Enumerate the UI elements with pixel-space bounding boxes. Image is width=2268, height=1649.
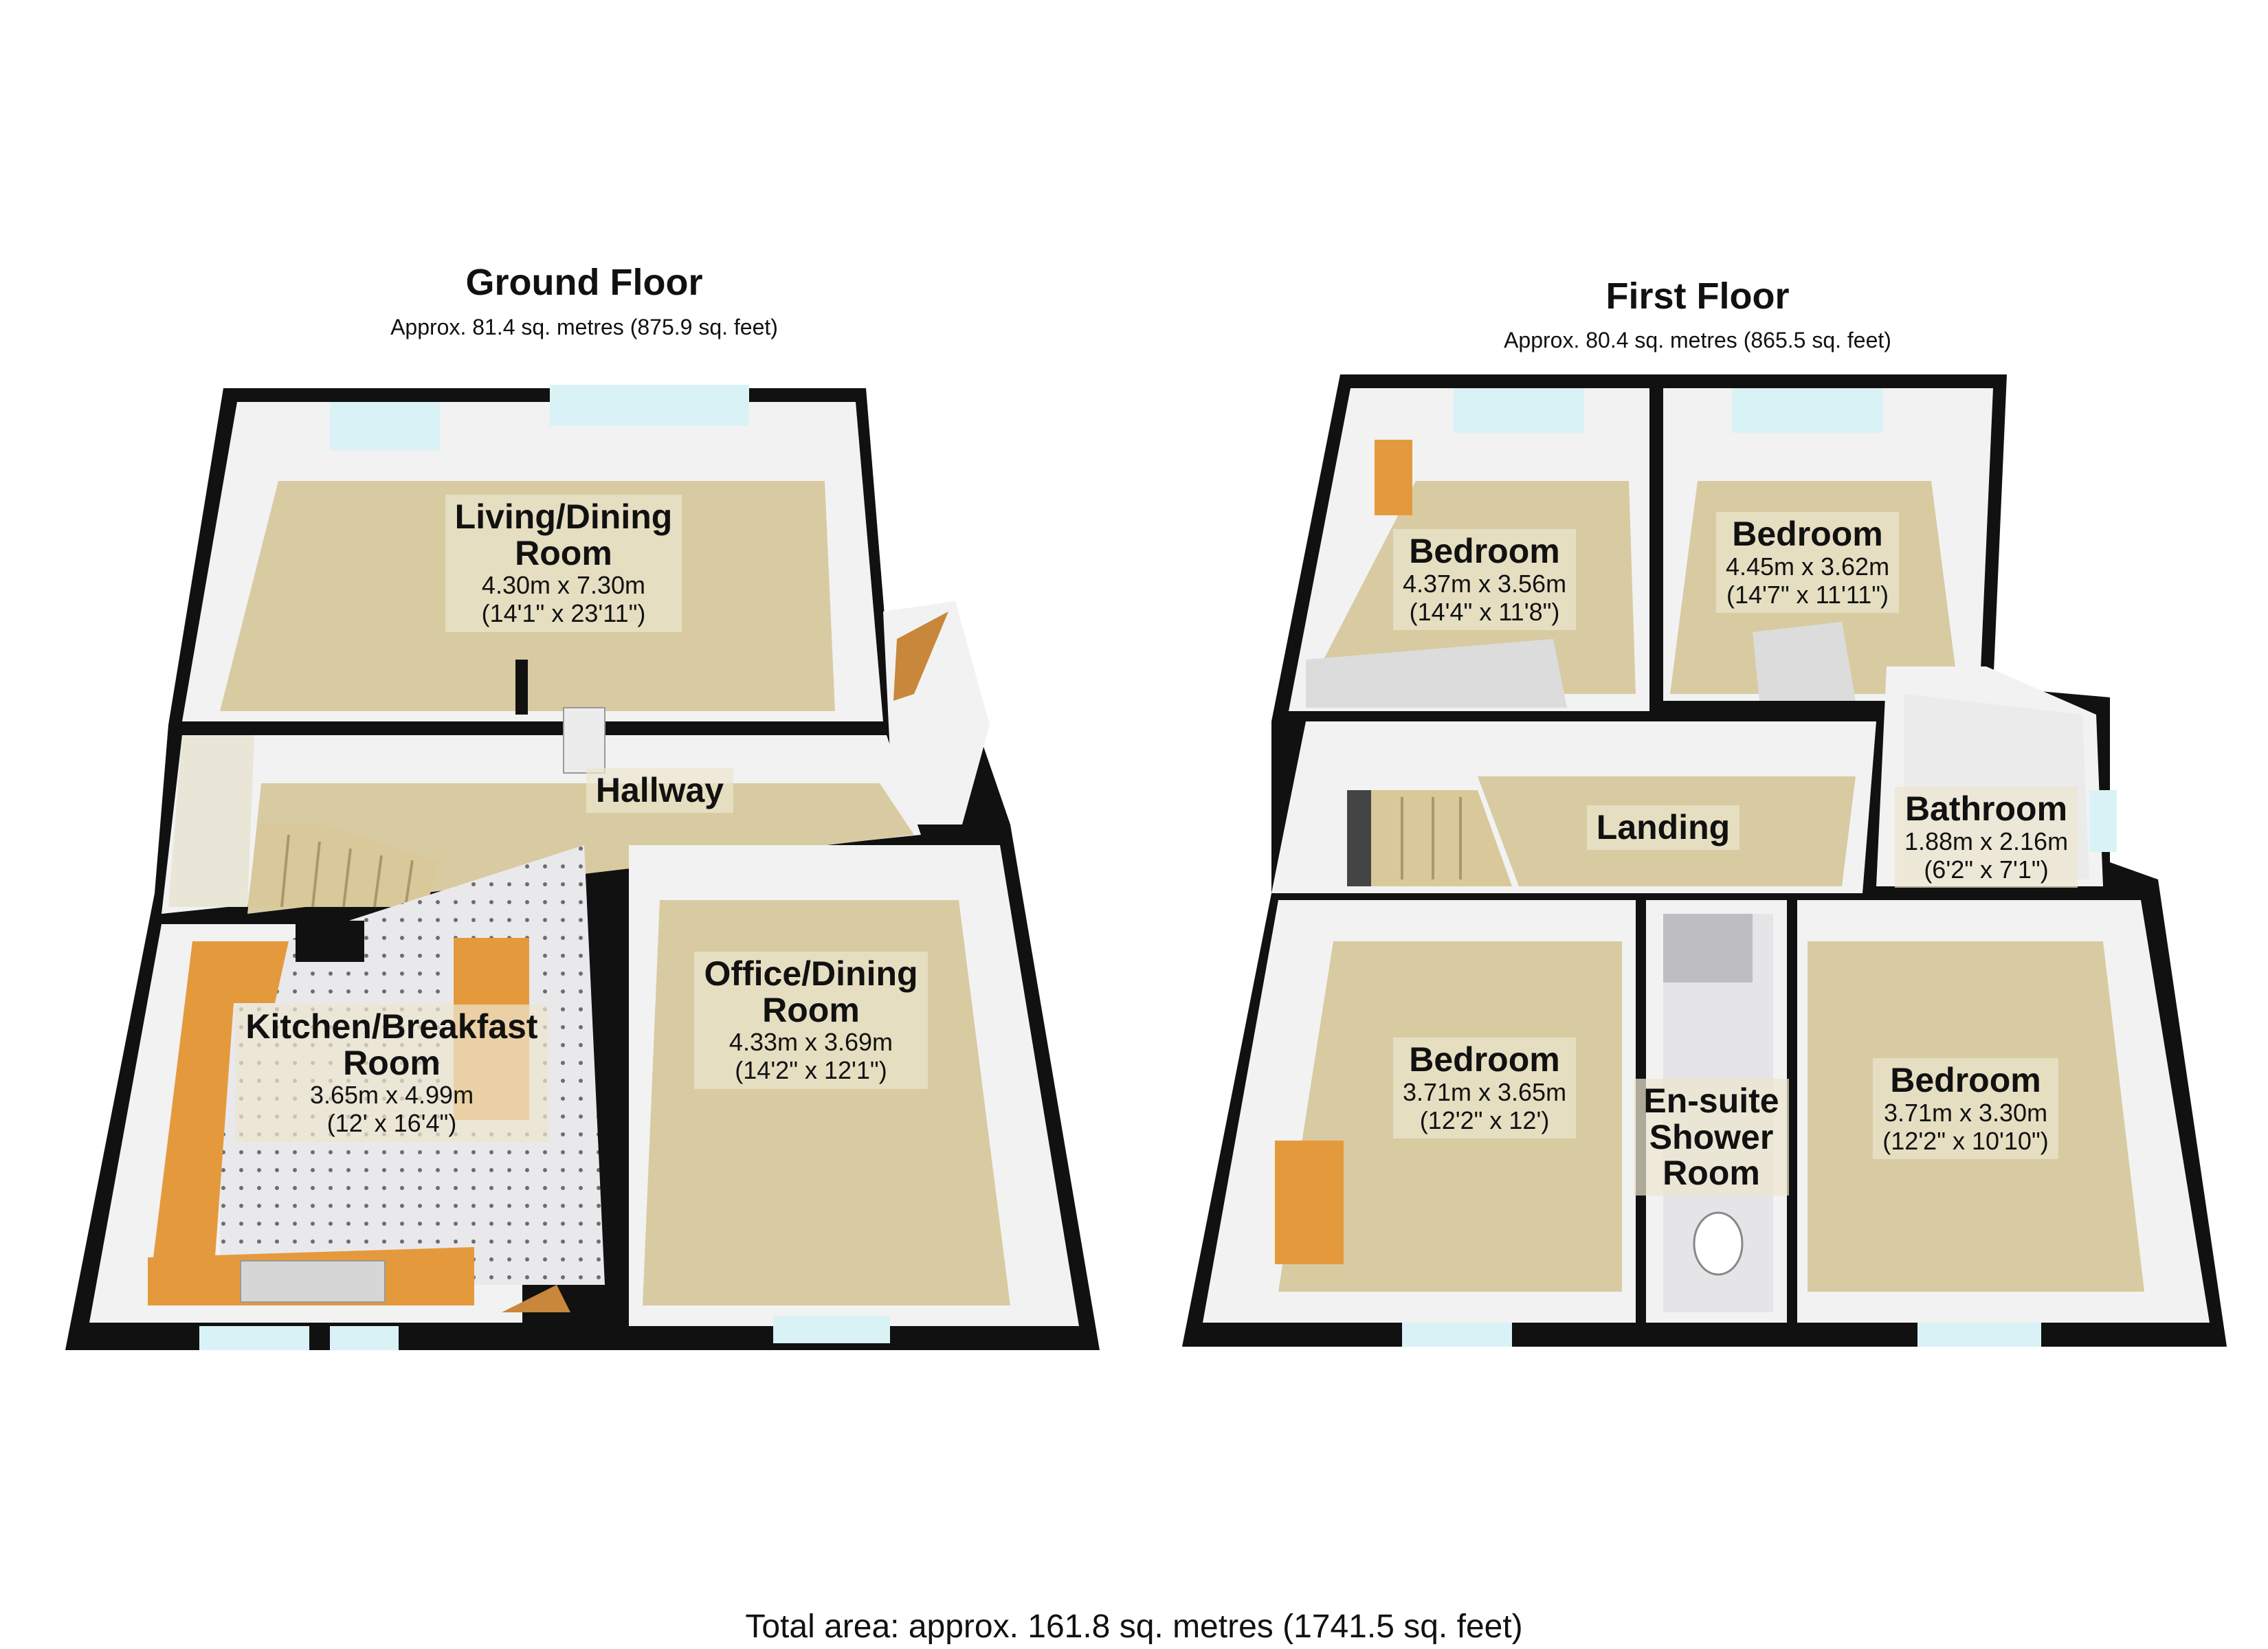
room-metric-size: 4.45m x 3.62m [1725, 552, 1890, 581]
ground-floor-area: Approx. 81.4 sq. metres (875.9 sq. feet) [390, 315, 778, 339]
bedroom-br-window [1917, 1323, 2041, 1347]
room-name: En-suite [1643, 1081, 1779, 1120]
room-imperial-size: (14'7" x 11'11") [1726, 580, 1889, 609]
room-name: Bathroom [1904, 789, 2068, 828]
kitchen-breakfast-room-label: Kitchen/Breakfast Room 3.65m x 4.99m (12… [206, 1005, 577, 1142]
room-name: Landing [1596, 808, 1731, 846]
kitchen-front-window-2 [330, 1326, 399, 1350]
room-metric-size: 1.88m x 2.16m [1904, 827, 2069, 855]
room-name-line3: Room [1663, 1154, 1760, 1192]
room-imperial-size: (14'2" x 12'1") [735, 1056, 887, 1085]
room-name: Bedroom [1890, 1061, 2041, 1099]
bedroom-tr-wardrobe [1753, 622, 1856, 701]
room-name: Bedroom [1409, 532, 1560, 570]
room-metric-size: 4.30m x 7.30m [481, 571, 646, 599]
kitchen-sink [240, 1260, 386, 1303]
room-imperial-size: (12' x 16'4") [326, 1109, 457, 1138]
bedroom-bottom-right-label: Bedroom 3.71m x 3.30m (12'2" x 10'10") [1821, 1058, 2110, 1160]
bedroom-bl-desk [1275, 1141, 1344, 1264]
room-name-line2: Room [762, 990, 860, 1029]
bedroom-tl-desk [1375, 440, 1412, 515]
hallway-stairs [247, 824, 440, 907]
ground-floor-title: Ground Floor [465, 262, 703, 303]
bedroom-tl-window [1454, 388, 1584, 433]
en-suite-shower-room-label: En-suite Shower Room [1622, 1079, 1801, 1196]
side-porch [883, 601, 990, 824]
room-metric-size: 4.33m x 3.69m [729, 1028, 893, 1056]
room-imperial-size: (12'2" x 10'10") [1882, 1126, 2049, 1155]
bedroom-top-right-label: Bedroom 4.45m x 3.62m (14'7" x 11'11") [1670, 512, 1945, 614]
room-imperial-size: (14'1" x 23'11") [481, 599, 646, 628]
room-name: Living/Dining [454, 497, 673, 536]
ensuite-shower-tray [1663, 914, 1753, 983]
hallway-cupboard [168, 735, 254, 907]
total-area: Total area: approx. 161.8 sq. metres (17… [745, 1608, 1523, 1645]
room-imperial-size: (12'2" x 12') [1419, 1106, 1550, 1134]
room-name-line2: Room [343, 1043, 441, 1082]
room-metric-size: 4.37m x 3.56m [1402, 569, 1567, 598]
room-name: Hallway [595, 771, 724, 809]
kitchen-chimney-breast [296, 921, 364, 962]
living-room-partition [515, 660, 528, 715]
living-room-bay-window [550, 385, 749, 426]
room-metric-size: 3.65m x 4.99m [309, 1081, 474, 1109]
first-floor-area: Approx. 80.4 sq. metres (865.5 sq. feet) [1504, 328, 1891, 352]
hallway-label: Hallway [522, 768, 797, 813]
office-dining-room [629, 845, 1079, 1343]
bathroom-label: Bathroom 1.88m x 2.16m (6'2" x 7'1") [1869, 787, 2103, 888]
room-name: Bedroom [1732, 515, 1883, 553]
room-metric-size: 3.71m x 3.30m [1883, 1098, 2048, 1127]
bedroom-tl-wardrobe [1306, 639, 1567, 708]
living-room-window-left [330, 402, 440, 450]
bedroom-top-left-label: Bedroom 4.37m x 3.56m (14'4" x 11'8") [1347, 529, 1622, 631]
porch-door [893, 612, 948, 701]
hallway-door [563, 707, 605, 774]
first-floor-title: First Floor [1605, 276, 1790, 317]
living-dining-room-label: Living/Dining Room 4.30m x 7.30m (14'1" … [399, 495, 729, 632]
landing-label: Landing [1533, 805, 1794, 850]
room-imperial-size: (6'2" x 7'1") [1924, 855, 2049, 884]
bedroom-bl-window [1402, 1323, 1512, 1347]
landing-stairwell [1347, 790, 1371, 886]
landing-stair-treads [1401, 797, 1462, 879]
stair-treads [280, 834, 414, 908]
room-name-line2: Shower [1649, 1117, 1774, 1156]
bedroom-tr-window [1732, 388, 1883, 433]
room-metric-size: 3.71m x 3.65m [1402, 1077, 1567, 1106]
room-name: Office/Dining [704, 954, 918, 993]
bathroom-window [2089, 790, 2117, 852]
ensuite-toilet [1693, 1211, 1744, 1276]
office-window [773, 1316, 890, 1343]
room-imperial-size: (14'4" x 11'8") [1409, 597, 1560, 626]
room-name: Kitchen/Breakfast [245, 1007, 538, 1046]
office-dining-room-label: Office/Dining Room 4.33m x 3.69m (14'2" … [653, 952, 969, 1089]
room-name-line2: Room [515, 533, 612, 572]
kitchen-back-door [502, 1285, 570, 1312]
kitchen-worktop-left [148, 941, 289, 1302]
room-name: Bedroom [1409, 1040, 1560, 1079]
bedroom-bottom-left-label: Bedroom 3.71m x 3.65m (12'2" x 12') [1347, 1037, 1622, 1139]
kitchen-front-window [199, 1326, 309, 1350]
